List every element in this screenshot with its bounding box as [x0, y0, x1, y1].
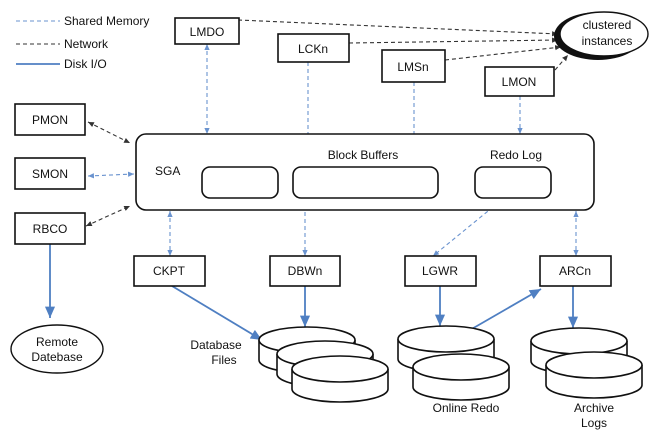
disk-icon — [291, 355, 389, 403]
network-links — [237, 19, 569, 71]
process-arcn-box — [539, 255, 612, 287]
process-lgwr-label: LGWR — [422, 264, 458, 278]
block-buffers-segment — [292, 166, 439, 199]
link-lckn-cluster — [348, 37, 559, 44]
process-dbwn-label: DBWn — [288, 264, 323, 278]
link-lmdo-cluster — [237, 19, 559, 37]
process-lmdo-box — [174, 17, 240, 45]
process-lmsn: LMSn — [381, 49, 446, 83]
redo-log-label: Redo Log — [490, 148, 542, 162]
process-lckn-box — [277, 33, 350, 63]
process-smon-box — [14, 157, 86, 190]
process-lgwr-box — [404, 255, 477, 287]
process-pmon: PMON — [14, 103, 86, 136]
block-buffers-label: Block Buffers — [328, 148, 398, 162]
legend-network-label: Network — [64, 37, 109, 51]
process-ckpt-label: CKPT — [153, 264, 186, 278]
process-ckpt: CKPT — [133, 255, 206, 287]
process-lmon-box — [484, 66, 555, 97]
process-lmsn-box — [381, 49, 446, 83]
remote-database-line1: Remote — [36, 335, 78, 349]
process-pmon-box — [14, 103, 86, 136]
archive-logs-line1: Archive — [574, 401, 614, 415]
process-lmsn-label: LMSn — [397, 60, 428, 74]
process-smon: SMON — [14, 157, 86, 190]
remote-database-ellipse — [10, 324, 104, 374]
process-dbwn-box — [269, 255, 341, 287]
process-lmdo: LMDO — [174, 17, 240, 45]
process-arcn: ARCn — [539, 255, 612, 287]
link-smon-sga — [87, 171, 135, 179]
archive-logs-stack: Archive Logs — [530, 327, 643, 430]
process-pmon-label: PMON — [32, 113, 68, 127]
link-ckpt-files — [171, 285, 263, 341]
online-redo-stack: Online Redo — [397, 325, 510, 415]
link-pmon-sga — [87, 121, 131, 144]
sga-buffer-cache-segment — [201, 166, 279, 199]
process-rbco: RBCO — [14, 212, 86, 245]
process-lckn: LCKn — [277, 33, 350, 63]
process-lckn-label: LCKn — [298, 42, 328, 56]
process-lgwr: LGWR — [404, 255, 477, 287]
process-dbwn: DBWn — [269, 255, 341, 287]
process-rbco-label: RBCO — [33, 222, 68, 236]
clustered-instances-ellipse — [559, 11, 649, 57]
clustered-instances: clustered instances — [554, 11, 649, 60]
remote-database-line2: Datebase — [31, 350, 83, 364]
link-lmsn-cluster — [444, 45, 562, 61]
database-files-line1: Database — [190, 338, 242, 352]
link-online-redo-arcn — [469, 288, 542, 331]
online-redo-label: Online Redo — [433, 401, 500, 415]
legend-disk-io-label: Disk I/O — [64, 57, 107, 71]
sga: SGA Block Buffers Redo Log — [135, 133, 595, 211]
archive-logs-line2: Logs — [581, 416, 607, 430]
clustered-instances-line2: instances — [582, 34, 633, 48]
legend-shared-memory-label: Shared Memory — [64, 14, 149, 28]
process-smon-label: SMON — [32, 167, 68, 181]
process-lmon: LMON — [484, 66, 555, 97]
legend: Shared Memory Network Disk I/O — [16, 14, 149, 71]
process-rbco-box — [14, 212, 86, 245]
database-files-stack: Database Files — [190, 326, 389, 403]
link-rbco-sga — [85, 205, 131, 227]
process-arcn-label: ARCn — [559, 264, 591, 278]
remote-database: Remote Datebase — [10, 324, 104, 374]
clustered-instances-line1: clustered — [583, 18, 632, 32]
disk-icon — [545, 351, 643, 399]
process-lmdo-label: LMDO — [190, 25, 225, 39]
disk-io-links — [44, 244, 579, 341]
process-lmon-label: LMON — [502, 75, 537, 89]
disk-icon — [412, 353, 510, 401]
database-files-line2: Files — [211, 353, 236, 367]
process-ckpt-box — [133, 255, 206, 287]
redo-log-segment — [474, 166, 552, 199]
link-lmon-cluster — [554, 54, 569, 71]
sga-title: SGA — [155, 164, 180, 178]
